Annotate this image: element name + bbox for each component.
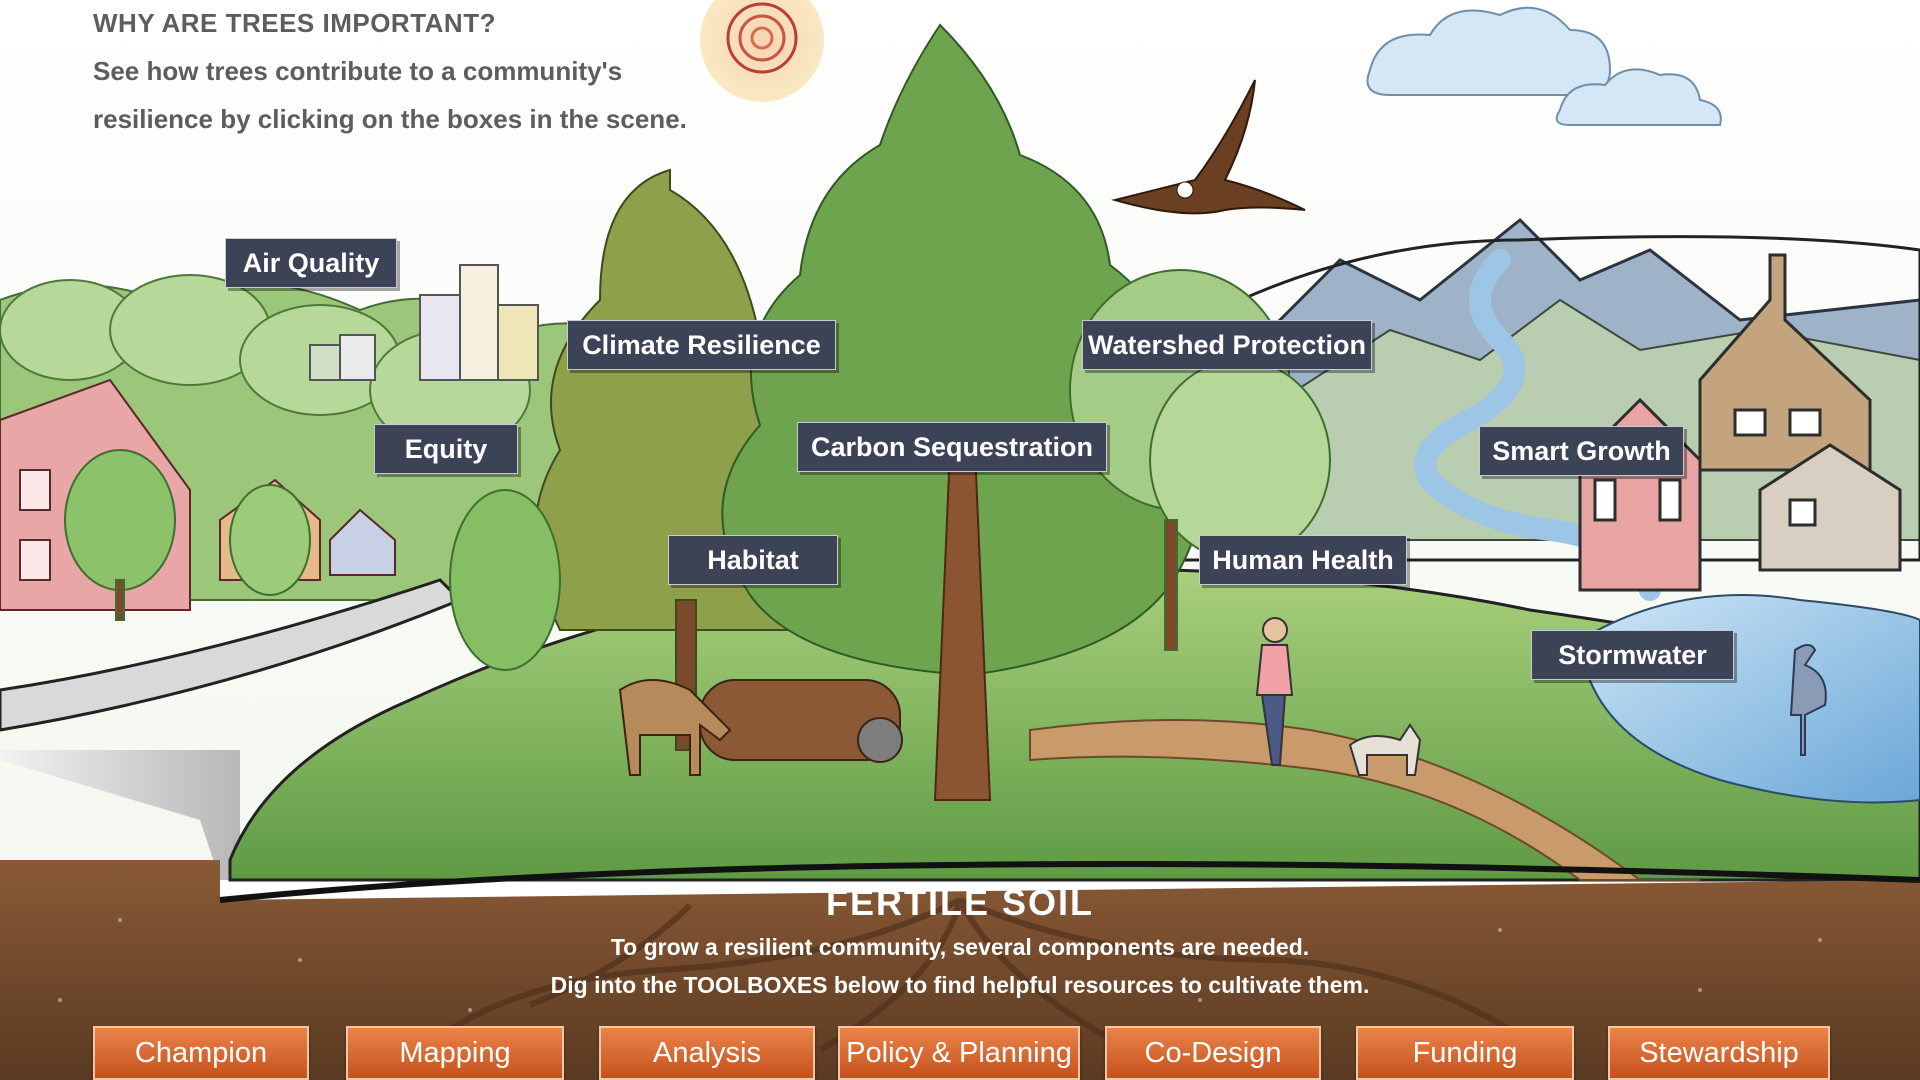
air-quality-button[interactable]: Air Quality [225, 238, 397, 288]
intro-text: See how trees contribute to a community'… [93, 56, 687, 134]
deer-and-log [618, 679, 903, 776]
toolbox-stewardship[interactable]: Stewardship [1608, 1026, 1830, 1080]
toolbox-policy-planning[interactable]: Policy & Planning [838, 1026, 1080, 1080]
human-health-button[interactable]: Human Health [1199, 535, 1407, 585]
toolbox-mapping[interactable]: Mapping [346, 1026, 564, 1080]
stormwater-button[interactable]: Stormwater [1531, 630, 1734, 680]
smart-growth-button[interactable]: Smart Growth [1479, 426, 1684, 476]
toolbox-funding[interactable]: Funding [1356, 1026, 1574, 1080]
heron-icon [1789, 644, 1827, 756]
sun-icon [700, 0, 824, 102]
woman-walking-dog [1255, 617, 1422, 776]
large-central-tree [721, 23, 1201, 801]
left-round-trees [64, 449, 561, 671]
soil-description-line1: To grow a resilient community, several c… [610, 934, 1310, 960]
watershed-protection-button[interactable]: Watershed Protection [1082, 320, 1372, 370]
habitat-button[interactable]: Habitat [668, 535, 838, 585]
ground-line [219, 861, 1920, 903]
tree-roots [418, 897, 1542, 1053]
toolbox-champion[interactable]: Champion [93, 1026, 309, 1080]
soil-description-line2: Dig into the TOOLBOXES below to find hel… [550, 972, 1370, 998]
cloud-icon [1366, 6, 1722, 126]
toolbox-analysis[interactable]: Analysis [599, 1026, 815, 1080]
equity-button[interactable]: Equity [374, 424, 518, 474]
soil-band [0, 860, 1920, 1080]
soil-title: FERTILE SOIL [825, 882, 1094, 923]
eagle-icon [1111, 79, 1306, 215]
climate-resilience-button[interactable]: Climate Resilience [567, 320, 836, 370]
river [1414, 249, 1661, 601]
road [0, 700, 240, 880]
intro-panel: WHY ARE TREES IMPORTANT? See how trees c… [93, 8, 733, 143]
walking-path [1029, 719, 1700, 881]
carbon-sequestration-button[interactable]: Carbon Sequestration [797, 422, 1107, 472]
toolbox-co-design[interactable]: Co-Design [1105, 1026, 1321, 1080]
city-buildings [309, 264, 539, 381]
intro-title: WHY ARE TREES IMPORTANT? [93, 8, 496, 38]
